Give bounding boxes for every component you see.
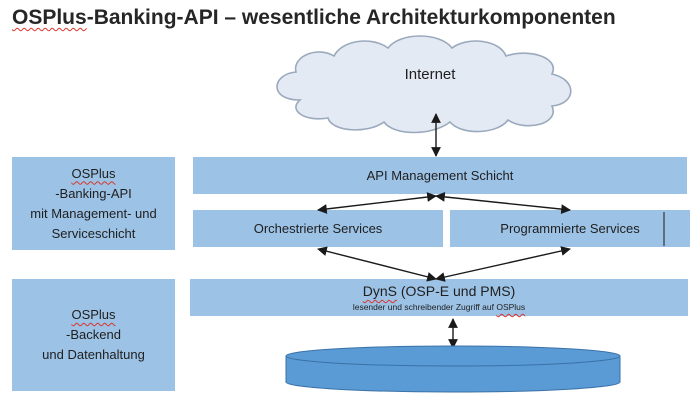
arrow-api-orchestrated — [317, 192, 437, 214]
banking-api-line2: mit Management- und — [30, 205, 157, 221]
arrow-api-programmed — [435, 192, 571, 214]
backend-line1: OSPlus -Backend — [66, 305, 121, 345]
dyns-box: DynS (OSP-E und PMS) lesender und schrei… — [190, 279, 688, 316]
dyns-detail: (OSP-E und PMS) — [396, 283, 516, 299]
backend-suffix: -Backend — [66, 327, 121, 342]
orchestrated-services-label: Orchestrierte Services — [253, 221, 383, 236]
title-osplus: OSPlus — [12, 6, 87, 29]
internet-label: Internet — [404, 66, 456, 83]
dyns-sub-osplus: OSPlus — [496, 302, 526, 312]
api-management-label: API Management Schicht — [366, 168, 514, 183]
osplus-backend-box: OSPlus -Backend und Datenhaltung — [12, 279, 175, 391]
backend-osplus: OSPlus — [71, 307, 116, 322]
database-cylinder — [285, 345, 621, 393]
arrow-programmed-dyns — [435, 246, 571, 282]
backend-line2: und Datenhaltung — [42, 347, 145, 362]
banking-api-line1: OSPlus -Banking-API — [55, 164, 132, 204]
title-rest: -Banking-API – wesentliche Architekturko… — [86, 6, 616, 29]
banking-api-suffix: -Banking-API — [55, 185, 132, 201]
page-title: OSPlus-Banking-API – wesentliche Archite… — [12, 6, 616, 30]
dyns-title: DynS (OSP-E und PMS) — [363, 283, 516, 299]
orchestrated-services-box: Orchestrierte Services — [193, 210, 443, 247]
osplus-banking-api-box: OSPlus -Banking-API mit Management- und S… — [12, 157, 175, 250]
programmed-services-box: Programmierte Services — [450, 210, 690, 247]
dyns-name: DynS — [362, 283, 397, 299]
arrow-orchestrated-dyns — [317, 246, 437, 282]
programmed-services-label: Programmierte Services — [500, 221, 640, 236]
dyns-sub-text: lesender und schreibender Zugriff auf — [352, 302, 497, 312]
banking-api-osplus: OSPlus — [71, 165, 116, 181]
api-management-layer: API Management Schicht — [193, 157, 687, 194]
banking-api-line3: Serviceschicht — [51, 225, 136, 241]
dyns-subtitle: lesender und schreibender Zugriff auf OS… — [353, 302, 525, 312]
internet-cloud — [276, 35, 572, 134]
